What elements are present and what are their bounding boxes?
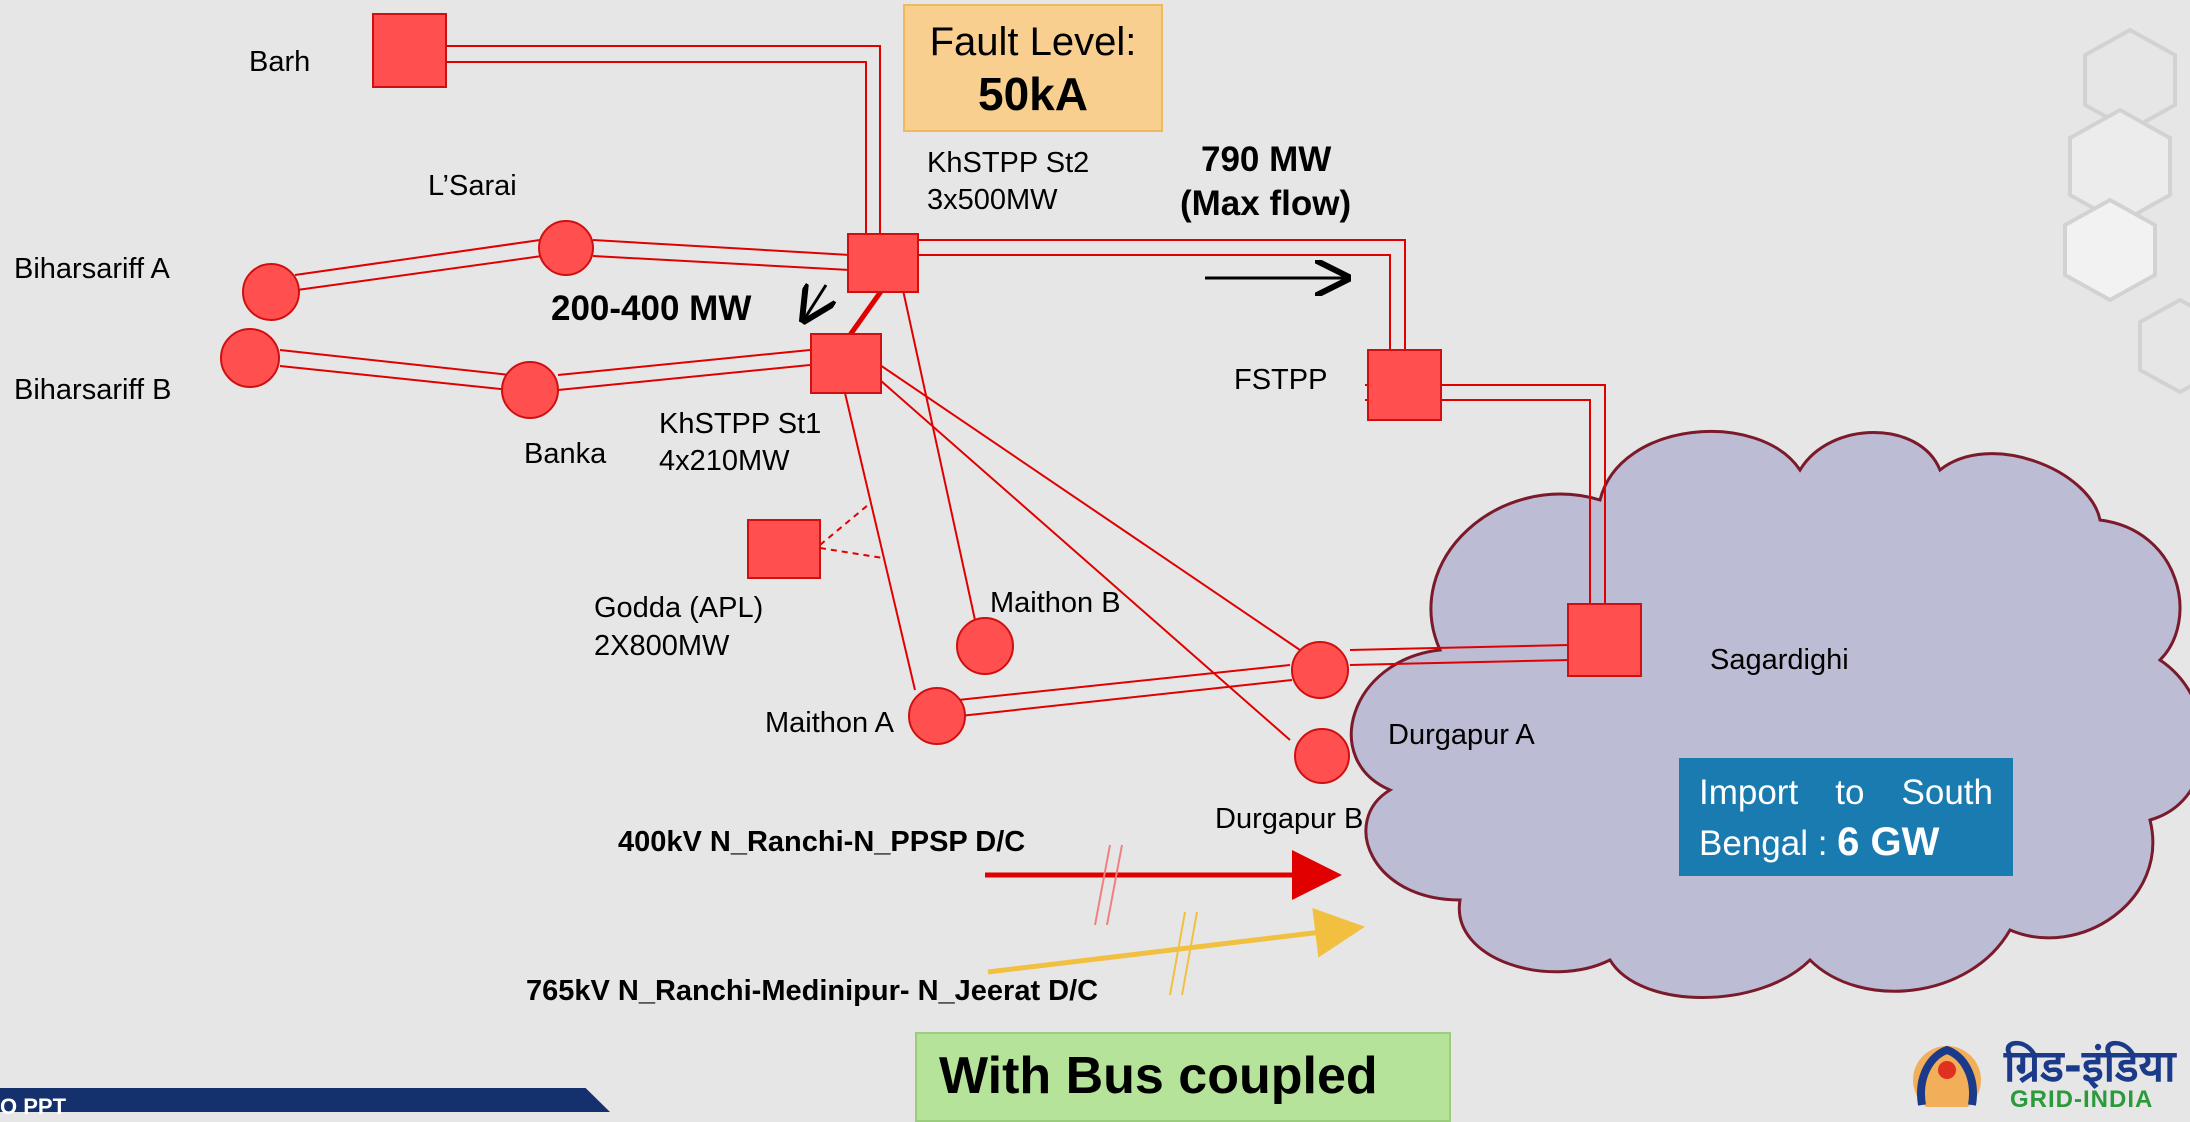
import-word1: Import — [1699, 773, 1799, 812]
line-765kv-label: 765kV N_Ranchi-Medinipur- N_Jeerat D/C — [526, 975, 1099, 1007]
footer-text: O PPT — [0, 1094, 67, 1119]
arrow-400kv — [985, 844, 1342, 926]
label-biharsariff-b: Biharsariff B — [14, 374, 172, 406]
node-durgapur-b — [1294, 728, 1350, 784]
node-biharsariff-a — [242, 263, 300, 321]
label-godda-cap: 2X800MW — [594, 630, 730, 662]
node-durgapur-a — [1291, 641, 1349, 699]
south-bengal-cloud — [1349, 429, 2190, 999]
line-400kv-label: 400kV N_Ranchi-N_PPSP D/C — [618, 826, 1026, 858]
label-khstpp-st1-name: KhSTPP St1 — [659, 408, 822, 440]
node-godda — [747, 519, 821, 579]
node-barh — [372, 13, 447, 88]
label-durgapur-b: Durgapur B — [1215, 803, 1364, 835]
import-word3: South — [1901, 773, 1993, 812]
label-biharsariff-a: Biharsariff A — [14, 253, 170, 285]
node-maithon-b — [956, 617, 1014, 675]
hexagon-decoration — [2063, 27, 2190, 395]
node-banka — [501, 361, 559, 419]
substations — [372, 13, 1642, 677]
bus-coupled-box: With Bus coupled — [915, 1032, 1451, 1122]
logo-english-text: GRID-INDIA — [2010, 1086, 2154, 1113]
inter-flow-label: 200-400 MW — [551, 289, 752, 328]
max-flow-value: 790 MW — [1201, 140, 1332, 179]
fault-level-label: Fault Level: — [929, 20, 1137, 64]
max-flow-note: (Max flow) — [1180, 184, 1352, 223]
node-fstpp — [1367, 349, 1442, 421]
node-maithon-a — [908, 687, 966, 745]
label-fstpp: FSTPP — [1234, 364, 1328, 396]
import-value: 6 GW — [1837, 819, 1940, 864]
node-lsarai — [538, 220, 594, 276]
label-barh: Barh — [249, 46, 311, 78]
node-sagardighi — [1567, 603, 1642, 677]
import-word4: Bengal : — [1699, 823, 1828, 863]
node-khstpp-st1 — [810, 333, 882, 394]
label-banka: Banka — [524, 438, 607, 470]
import-box: Import to South Bengal : 6 GW — [1679, 758, 2013, 876]
footer-bar — [0, 1088, 610, 1112]
node-khstpp-st2 — [847, 233, 919, 293]
label-khstpp-st2-name: KhSTPP St2 — [927, 147, 1090, 179]
node-biharsariff-b — [220, 328, 280, 388]
label-maithon-a: Maithon A — [765, 707, 894, 739]
label-khstpp-st1-cap: 4x210MW — [659, 445, 790, 477]
transmission-lines — [279, 45, 1606, 741]
fault-level-value: 50kA — [978, 68, 1088, 120]
label-lsarai: L’Sarai — [428, 170, 517, 202]
label-godda-name: Godda (APL) — [594, 592, 764, 624]
label-sagardighi: Sagardighi — [1710, 644, 1849, 676]
label-durgapur-a: Durgapur A — [1388, 719, 1535, 751]
label-khstpp-st2-cap: 3x500MW — [927, 184, 1058, 216]
grid-india-logo: ग्रिड-इंडिया GRID-INDIA — [1892, 1030, 2190, 1113]
label-maithon-b: Maithon B — [990, 587, 1121, 619]
round-nodes — [220, 220, 1350, 784]
arrow-765kv — [987, 907, 1365, 996]
logo-hindi-text: ग्रिड-इंडिया — [2004, 1041, 2176, 1092]
fault-level-box: Fault Level: 50kA — [903, 4, 1163, 132]
logo-emblem-icon — [1913, 1045, 1981, 1107]
import-word2: to — [1835, 773, 1865, 812]
inter-flow-arrow — [805, 285, 826, 318]
